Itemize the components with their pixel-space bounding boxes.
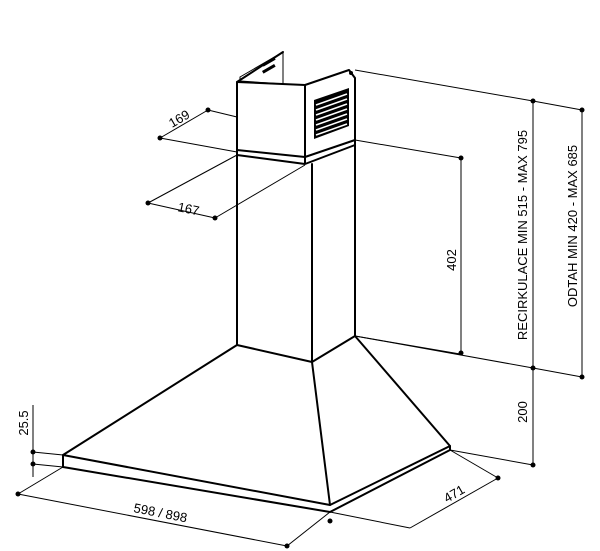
upper-chimney [236, 51, 284, 154]
dimension-lower-chimney-height: 402 [354, 139, 464, 356]
chimney-collar [236, 139, 356, 165]
chimney-width-label: 167 [176, 199, 200, 218]
dimension-mount-height: 200 [449, 368, 536, 468]
dimension-recirculation: RECIRKULACE MIN 515 - MAX 795 [354, 69, 536, 371]
canopy-lip [62, 445, 451, 513]
recirculation-label: RECIRKULACE MIN 515 - MAX 795 [515, 130, 530, 340]
vent-grille-left [239, 51, 284, 85]
dimension-width: 598 / 898 [15, 466, 331, 549]
vent-grille-right [314, 71, 353, 139]
depth-label: 471 [441, 482, 467, 506]
canopy [236, 335, 356, 363]
dimension-canopy-thickness: 25.5 [16, 405, 64, 477]
dimension-chimney-depth: 169 [157, 107, 238, 153]
mount-height-label: 200 [515, 401, 530, 423]
dimension-depth: 471 [327, 449, 501, 529]
canopy-thickness-label: 25.5 [16, 410, 31, 435]
chimney-depth-label: 169 [166, 107, 192, 131]
dimension-extraction: ODTAH MIN 420 - MAX 685 [532, 100, 585, 380]
lower-chimney-height-label: 402 [444, 249, 459, 271]
extraction-label: ODTAH MIN 420 - MAX 685 [565, 145, 580, 307]
hood-outline [62, 51, 461, 513]
dimension-chimney-width: 167 [145, 154, 306, 221]
